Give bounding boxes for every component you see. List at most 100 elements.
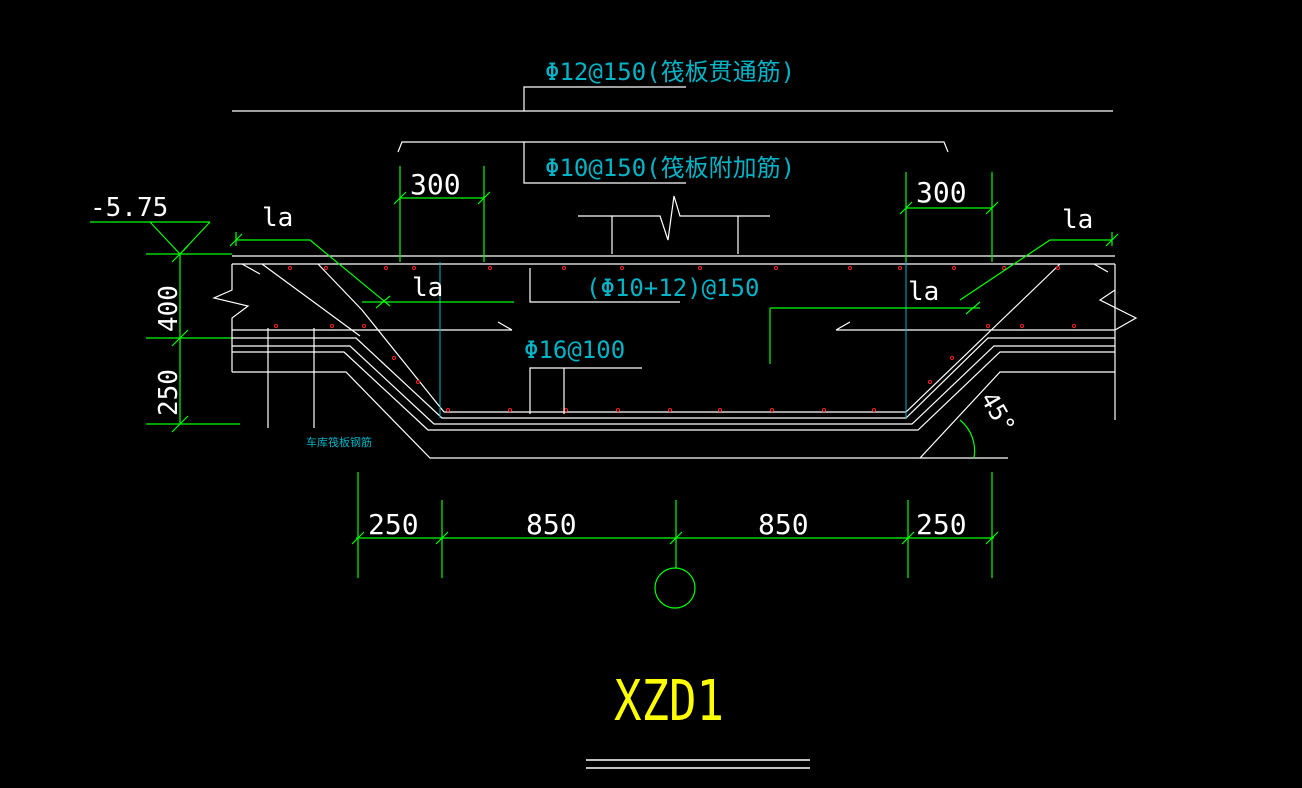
rebar-dot <box>329 323 335 329</box>
rebar-dot <box>1071 323 1077 329</box>
dim-250-bottom-right-label: 250 <box>916 508 967 541</box>
diag-rebar-left-1 <box>261 263 361 337</box>
rebar-dot <box>323 265 329 271</box>
rebar-dot <box>487 265 493 271</box>
elevation-label: -5.75 <box>90 193 168 223</box>
rebar-dot <box>619 265 625 271</box>
rebar-dot <box>561 265 567 271</box>
rebar-dot <box>1001 265 1007 271</box>
dim300-left-tick1 <box>393 191 407 205</box>
rebar-dot <box>951 265 957 271</box>
bottom-dim-tick-2 <box>435 531 449 545</box>
top-additional-rebar-line <box>397 141 949 153</box>
rebar-dot <box>1019 323 1025 329</box>
axis-bubble <box>654 567 696 609</box>
rebar-line-1 <box>232 337 1115 419</box>
rebar-dot <box>847 265 853 271</box>
bottom-rebar-label: Φ16@100 <box>524 336 625 364</box>
drawing-title: XZD1 <box>614 669 724 734</box>
middle-rebar-leader <box>529 268 680 303</box>
corner-mark-left <box>241 263 261 275</box>
rebar-dot <box>615 407 621 413</box>
bottom-dim-tick-center <box>669 531 683 545</box>
rebar-dot <box>897 265 903 271</box>
hook-tip-left <box>497 321 513 331</box>
dim-300-left-label: 300 <box>410 168 461 201</box>
la-left-label: la <box>262 203 293 233</box>
dim300-left-tick2 <box>477 191 491 205</box>
rebar-dot <box>445 407 451 413</box>
rebar-dot <box>985 323 991 329</box>
rebar-dot <box>383 265 389 271</box>
rebar-dot <box>273 323 279 329</box>
anchorage-dimensions <box>229 166 1119 459</box>
rebar-dot <box>773 265 779 271</box>
rebar-line-3 <box>232 351 1115 431</box>
top-additional-rebar-label: Φ10@150(筏板附加筋) <box>545 154 795 182</box>
dim-850-right-label: 850 <box>758 508 809 541</box>
dim-400-label: 400 <box>154 285 184 332</box>
dim-250-left-label: 250 <box>154 369 184 416</box>
left-dim-tick-mid <box>171 329 189 347</box>
title-underline <box>586 759 810 769</box>
left-dim-tick-bottom <box>171 415 189 433</box>
pit-inner-rebar <box>317 263 1061 413</box>
rebar-dots <box>273 265 1077 413</box>
la-right-tick <box>1105 233 1119 247</box>
la-inner-left-label: la <box>412 273 443 303</box>
corner-mark-right <box>1093 263 1109 273</box>
angle-arc <box>959 419 976 459</box>
break-mark-left <box>212 264 250 372</box>
top-additional-rebar-leader <box>523 142 686 184</box>
break-mark-right <box>1098 289 1138 331</box>
bottom-dimension-chain <box>351 472 999 609</box>
slab-bottom-surface <box>232 371 1115 459</box>
garage-slab-rebar-label: 车库筏板钢筋 <box>306 435 372 449</box>
la-right-leader <box>959 239 1112 301</box>
rebar-dot <box>949 355 955 361</box>
rebar-dot <box>697 265 703 271</box>
dim-300-right-label: 300 <box>916 176 967 209</box>
bottom-rebar-leader <box>529 367 642 414</box>
bottom-dim-tick-1 <box>351 531 365 545</box>
rebar-dot <box>1055 265 1061 271</box>
rebar-dot <box>507 407 513 413</box>
la-left-leader <box>236 239 391 307</box>
rebar-dot <box>871 407 877 413</box>
left-dim-tick-top <box>171 245 189 263</box>
bottom-dim-tick-4 <box>985 531 999 545</box>
rebar-dot <box>667 407 673 413</box>
pit-centerlines <box>439 262 907 418</box>
la-right-label: la <box>1062 205 1093 235</box>
rebar-dot <box>391 355 397 361</box>
hook-tip-right <box>835 321 851 331</box>
top-through-rebar-leader <box>523 86 686 111</box>
dim-250-bottom-left-label: 250 <box>368 508 419 541</box>
top-additional-rebar-callout <box>397 141 949 254</box>
rebar-dot <box>411 265 417 271</box>
rebar-dot <box>769 407 775 413</box>
top-through-rebar-label: Φ12@150(筏板贯通筋) <box>545 58 795 86</box>
la-left-tick <box>229 233 243 247</box>
rebar-dot <box>287 265 293 271</box>
dim300-right-tick1 <box>899 201 913 215</box>
rebar-dot <box>361 323 367 329</box>
rebar-dot <box>717 407 723 413</box>
dim300-right-tick2 <box>985 201 999 215</box>
bottom-dim-tick-3 <box>901 531 915 545</box>
la-inner-right-label: la <box>908 277 939 307</box>
la-inner-left-tick <box>375 295 391 309</box>
rebar-line-2 <box>232 345 1115 425</box>
top-through-rebar-callout <box>232 86 1113 112</box>
slab-section-outline <box>212 255 1138 459</box>
middle-rebar-callout <box>529 268 680 414</box>
dim-850-left-label: 850 <box>526 508 577 541</box>
rebar-dot <box>927 379 933 385</box>
la-inner-right-tick <box>965 301 981 315</box>
rebar-dot <box>821 407 827 413</box>
middle-rebar-label: (Φ10+12)@150 <box>586 274 759 302</box>
left-vertical-dimensions <box>146 245 240 433</box>
rebar-dot <box>415 379 421 385</box>
